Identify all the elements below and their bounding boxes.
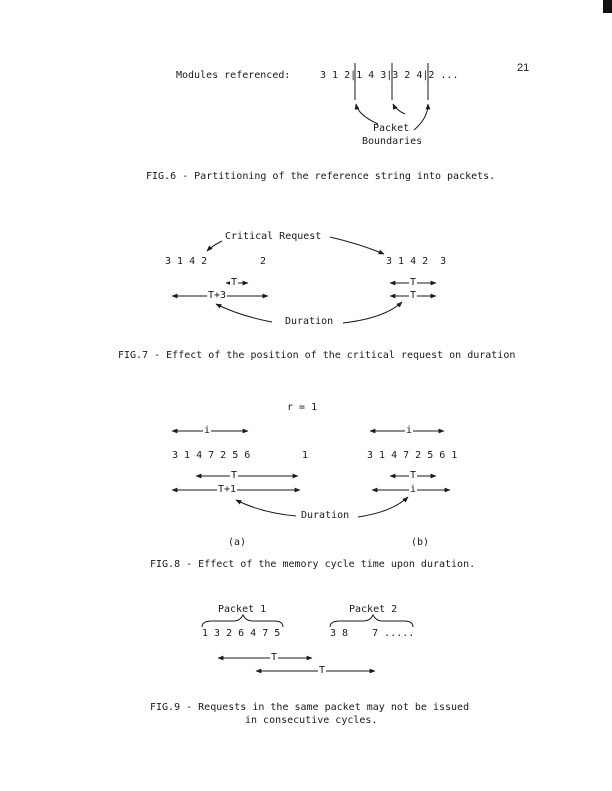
fig9-t-1: T bbox=[270, 652, 279, 664]
fig8-i-right: i bbox=[405, 425, 414, 437]
fig8-t-plus-1: T+1 bbox=[217, 484, 238, 496]
boundary-arrow-2 bbox=[392, 103, 406, 115]
packet-label: Packet bbox=[373, 123, 410, 134]
fig8-caption: FIG.8 - Effect of the memory cycle time … bbox=[150, 559, 476, 570]
fig8-right-seq: 3 1 4 7 2 5 6 1 bbox=[367, 450, 458, 461]
fig9-seq-2: 3 8 7 ..... bbox=[330, 628, 415, 639]
page-number: 21 bbox=[517, 62, 530, 74]
fig8-sub-a: (a) bbox=[228, 537, 247, 548]
modules-referenced-label: Modules referenced: bbox=[176, 70, 291, 81]
fig8-left-seq: 3 1 4 7 2 5 6 bbox=[172, 450, 251, 461]
page-corner-mark bbox=[603, 0, 612, 13]
fig8-i-left: i bbox=[203, 425, 212, 437]
boundary-arrow-1 bbox=[354, 103, 379, 125]
duration-arrow-left bbox=[215, 303, 273, 323]
fig7-right-seq: 3 1 4 2 3 bbox=[386, 256, 447, 267]
boundary-arrow-3 bbox=[413, 103, 431, 131]
fig7-caption: FIG.7 - Effect of the position of the cr… bbox=[118, 350, 516, 361]
critical-request-label: Critical Request bbox=[225, 231, 322, 242]
fig8-sub-b: (b) bbox=[411, 537, 430, 548]
fig7-left-seq: 3 1 4 2 bbox=[165, 256, 208, 267]
duration8-arrow-right bbox=[357, 496, 409, 518]
module-sequence: 3 1 2|1 4 3|3 2 4|2 ... bbox=[320, 70, 459, 81]
fig8-t-left: T bbox=[230, 470, 239, 482]
fig9-caption-line1: FIG.9 - Requests in the same packet may … bbox=[150, 702, 470, 713]
boundaries-label: Boundaries bbox=[362, 136, 423, 147]
fig8-i-right-2: i bbox=[409, 484, 418, 496]
fig8-mid-value: 1 bbox=[302, 450, 309, 461]
fig8-duration-label: Duration bbox=[301, 510, 350, 521]
fig7-t-right-2: T bbox=[409, 290, 418, 302]
r-label: r = 1 bbox=[287, 402, 318, 413]
fig9-t-2: T bbox=[318, 665, 327, 677]
fig7-duration-label: Duration bbox=[285, 316, 334, 327]
fig7-t-left: T bbox=[230, 277, 239, 289]
packet-1-label: Packet 1 bbox=[218, 604, 267, 615]
duration-arrow-right bbox=[342, 301, 403, 324]
critical-arrow-right bbox=[329, 236, 385, 255]
fig9-seq-1: 1 3 2 6 4 7 5 bbox=[202, 628, 281, 639]
packet2-brace bbox=[329, 613, 414, 628]
packet1-brace bbox=[201, 613, 284, 628]
duration8-arrow-left bbox=[235, 499, 297, 517]
fig7-mid-value: 2 bbox=[260, 256, 267, 267]
fig9-caption-line2: in consecutive cycles. bbox=[245, 715, 378, 726]
fig8-t-right: T bbox=[409, 470, 418, 482]
fig6-caption: FIG.6 - Partitioning of the reference st… bbox=[146, 171, 496, 182]
fig7-t-right-1: T bbox=[409, 277, 418, 289]
critical-arrow-left bbox=[206, 240, 223, 252]
packet-2-label: Packet 2 bbox=[349, 604, 398, 615]
fig7-t-plus-3: T+3 bbox=[207, 290, 228, 302]
